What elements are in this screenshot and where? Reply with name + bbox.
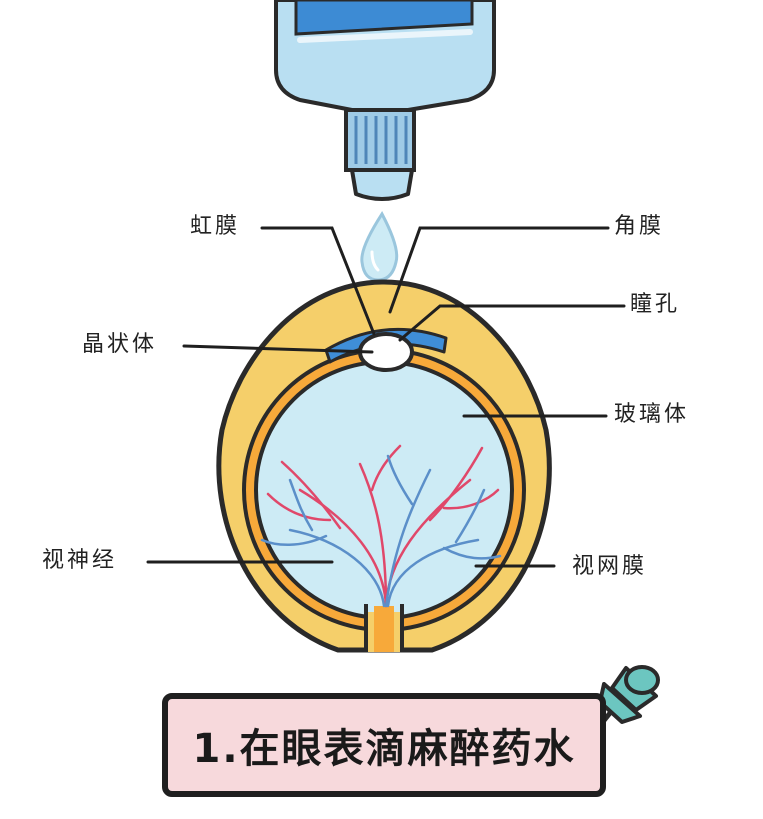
label-pupil: 瞳孔 bbox=[630, 292, 681, 317]
leader-iris bbox=[260, 226, 376, 336]
leader-lines bbox=[146, 226, 626, 568]
label-lens: 晶状体 bbox=[82, 332, 158, 357]
leader-cornea bbox=[388, 226, 610, 314]
pushpin-icon bbox=[595, 665, 660, 731]
caption-box: 1.在眼表滴麻醉药水 bbox=[162, 693, 606, 797]
label-vitreous: 玻璃体 bbox=[614, 402, 690, 427]
caption-text: 1.在眼表滴麻醉药水 bbox=[192, 726, 576, 772]
label-iris: 虹膜 bbox=[190, 214, 241, 239]
leader-lens bbox=[182, 344, 374, 354]
drop-icon bbox=[360, 211, 399, 282]
eyeball bbox=[216, 279, 552, 653]
leader-pupil bbox=[398, 304, 626, 342]
eye-drop-bottle-icon bbox=[274, 0, 496, 201]
label-optic-nerve: 视神经 bbox=[42, 548, 118, 573]
retinal-vessels bbox=[260, 444, 502, 608]
label-retina: 视网膜 bbox=[572, 554, 648, 579]
label-cornea: 角膜 bbox=[614, 214, 665, 239]
